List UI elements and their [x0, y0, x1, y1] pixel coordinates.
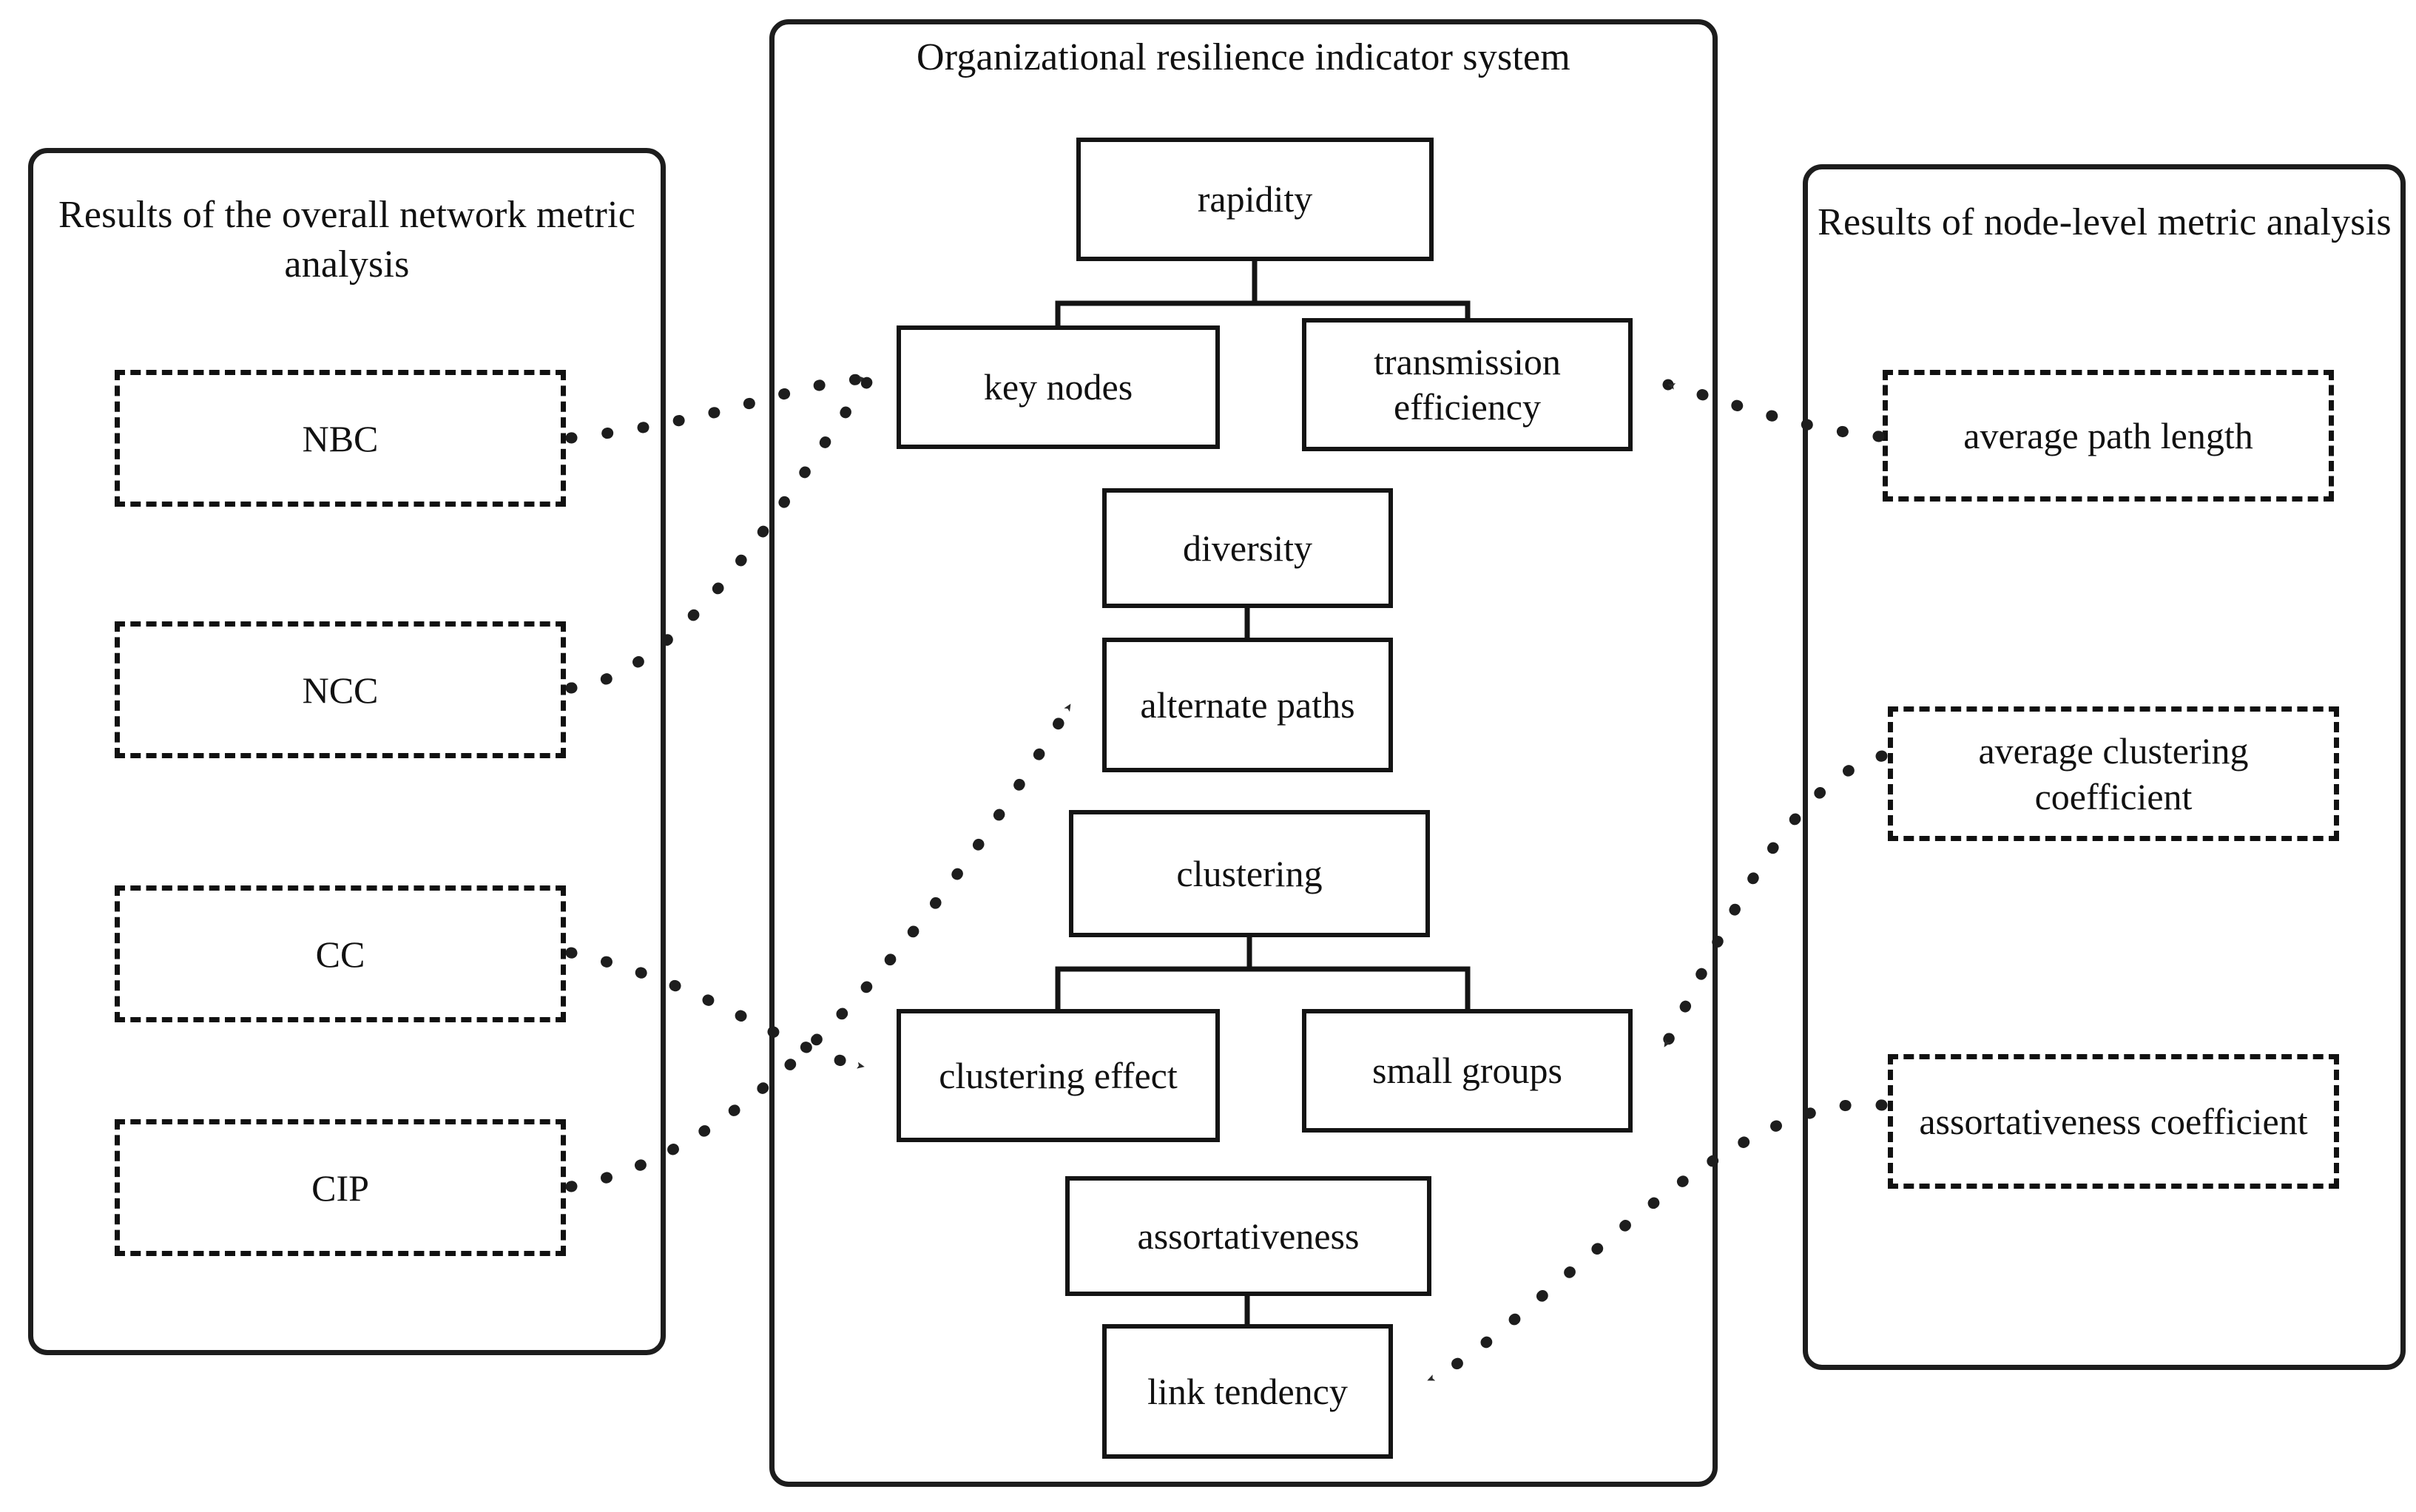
metric-chip-average-path-length[interactable]: average path length [1883, 370, 2334, 502]
metric-chip-cip[interactable]: CIP [115, 1119, 566, 1256]
node-clustering-effect[interactable]: clustering effect [897, 1009, 1220, 1142]
node-small-groups[interactable]: small groups [1302, 1009, 1633, 1133]
metric-chip-average-clustering-coefficient[interactable]: average clustering coefficient [1888, 706, 2339, 841]
node-alternate-paths[interactable]: alternate paths [1102, 638, 1393, 772]
node-key-nodes[interactable]: key nodes [897, 325, 1220, 449]
node-clustering[interactable]: clustering [1069, 810, 1430, 937]
left-panel-title: Results of the overall network metric an… [58, 194, 635, 286]
metric-chip-assortativeness-coefficient[interactable]: assortativeness coefficient [1888, 1054, 2339, 1189]
node-rapidity[interactable]: rapidity [1076, 138, 1434, 261]
metric-chip-nbc[interactable]: NBC [115, 370, 566, 507]
node-diversity[interactable]: diversity [1102, 488, 1393, 608]
node-assortativeness[interactable]: assortativeness [1065, 1176, 1431, 1296]
metric-chip-ncc[interactable]: NCC [115, 621, 566, 758]
metric-chip-cc[interactable]: CC [115, 885, 566, 1022]
node-link-tendency[interactable]: link tendency [1102, 1324, 1393, 1459]
node-transmission-efficiency[interactable]: transmission efficiency [1302, 318, 1633, 451]
center-panel-title: Organizational resilience indicator syst… [917, 36, 1570, 78]
right-panel-title: Results of node-level metric analysis [1818, 201, 2392, 243]
